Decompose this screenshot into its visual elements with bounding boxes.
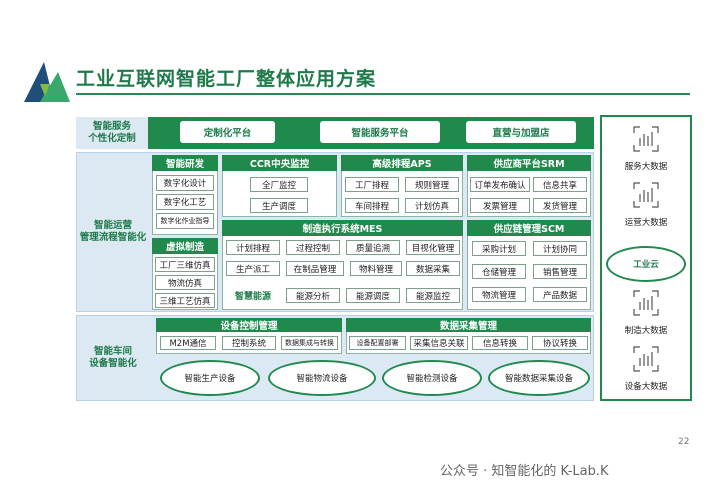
srm-invoice[interactable]: 发票管理 xyxy=(470,198,530,213)
custom-platform[interactable]: 定制化平台 xyxy=(180,121,275,143)
manufacturing-bigdata-label: 制造大数据 xyxy=(624,326,668,336)
industrial-cloud[interactable]: 工业云 xyxy=(606,246,686,282)
workshop-row-label: 智能车间 设备智能化 xyxy=(78,317,148,399)
smart-logistics-equipment[interactable]: 智能物流设备 xyxy=(268,360,376,396)
smart-inspection-equipment[interactable]: 智能检测设备 xyxy=(382,360,482,396)
energy-analysis[interactable]: 能源分析 xyxy=(286,288,340,303)
aps-workshop-scheduling[interactable]: 车间排程 xyxy=(345,198,399,213)
rd-title: 智能研发 xyxy=(152,155,218,171)
mes-quality-trace[interactable]: 质量追溯 xyxy=(346,240,400,255)
page-title: 工业互联网智能工厂整体应用方案 xyxy=(76,68,377,90)
energy-title: 智慧能源 xyxy=(234,291,271,302)
aps-plant-scheduling[interactable]: 工厂排程 xyxy=(345,177,399,192)
aps-plan-simulation[interactable]: 计划仿真 xyxy=(405,198,459,213)
smart-service-platform[interactable]: 智能服务平台 xyxy=(320,121,440,143)
ccr-plant-monitor[interactable]: 全厂监控 xyxy=(250,177,308,192)
device-title: 设备控制管理 xyxy=(156,318,342,332)
scm-plan-collab[interactable]: 计划协同 xyxy=(533,241,587,256)
smart-production-equipment[interactable]: 智能生产设备 xyxy=(160,360,260,396)
smart-data-collection-equipment[interactable]: 智能数据采集设备 xyxy=(488,360,590,396)
service-row-label: 智能服务 个性化定制 xyxy=(76,117,148,149)
energy-dispatch[interactable]: 能源调度 xyxy=(346,288,400,303)
rd-digital-guidance[interactable]: 数字化作业指导 xyxy=(156,213,214,229)
mes-visual-management[interactable]: 目视化管理 xyxy=(406,240,460,255)
mes-data-collection[interactable]: 数据采集 xyxy=(406,261,460,276)
mes-dispatch[interactable]: 生产派工 xyxy=(226,261,280,276)
virtual-logistics[interactable]: 物流仿真 xyxy=(155,275,215,290)
mes-title: 制造执行系统MES xyxy=(222,220,463,236)
device-bigdata-label: 设备大数据 xyxy=(624,382,668,392)
scm-purchase-plan[interactable]: 采购计划 xyxy=(472,241,526,256)
scm-sales[interactable]: 销售管理 xyxy=(533,264,587,279)
aps-title: 高级排程APS xyxy=(341,155,463,171)
aps-rule-management[interactable]: 规则管理 xyxy=(405,177,459,192)
page-number: 22 xyxy=(678,437,690,447)
mes-wip-management[interactable]: 在制品管理 xyxy=(286,261,344,276)
scm-warehouse[interactable]: 仓储管理 xyxy=(472,264,526,279)
service-bigdata-label: 服务大数据 xyxy=(624,162,668,172)
virtual-process-3d[interactable]: 三维工艺仿真 xyxy=(155,293,215,308)
manufacturing-bigdata-icon xyxy=(600,290,692,316)
srm-order-confirm[interactable]: 订单发布确认 xyxy=(470,177,530,192)
srm-delivery[interactable]: 发货管理 xyxy=(533,198,587,213)
device-data-integration[interactable]: 数据集成与转换 xyxy=(281,336,338,350)
scm-title: 供应链管理SCM xyxy=(467,220,591,236)
logo-icon xyxy=(24,62,70,102)
collect-protocol-convert[interactable]: 协议转换 xyxy=(532,336,588,350)
collect-info-link[interactable]: 采集信息关联 xyxy=(410,336,468,350)
device-bigdata-icon xyxy=(600,346,692,372)
rd-digital-design[interactable]: 数字化设计 xyxy=(156,175,214,191)
scm-product-data[interactable]: 产品数据 xyxy=(533,287,587,302)
collect-info-convert[interactable]: 信息转换 xyxy=(472,336,528,350)
mes-material-management[interactable]: 物料管理 xyxy=(350,261,402,276)
mes-process-control[interactable]: 过程控制 xyxy=(286,240,340,255)
energy-monitor[interactable]: 能源监控 xyxy=(406,288,460,303)
device-m2m[interactable]: M2M通信 xyxy=(160,336,216,350)
collect-title: 数据采集管理 xyxy=(346,318,591,332)
srm-info-share[interactable]: 信息共享 xyxy=(533,177,587,192)
collect-device-config[interactable]: 设备配置部署 xyxy=(349,336,406,350)
service-bigdata-icon xyxy=(600,126,692,152)
operation-row-label: 智能运营 管理流程智能化 xyxy=(78,154,148,310)
virtual-factory-3d[interactable]: 工厂三维仿真 xyxy=(155,257,215,272)
device-control-system[interactable]: 控制系统 xyxy=(222,336,276,350)
title-divider xyxy=(76,93,690,95)
scm-logistics[interactable]: 物流管理 xyxy=(472,287,526,302)
direct-franchise-store[interactable]: 直营与加盟店 xyxy=(466,121,576,143)
ccr-title: CCR中央监控 xyxy=(222,155,337,171)
operation-bigdata-icon xyxy=(600,182,692,208)
mes-plan-scheduling[interactable]: 计划排程 xyxy=(226,240,280,255)
rd-digital-process[interactable]: 数字化工艺 xyxy=(156,194,214,210)
watermark: 公众号 · 知智能化的 K-Lab.K xyxy=(440,464,609,479)
srm-title: 供应商平台SRM xyxy=(467,155,591,171)
virtual-title: 虚拟制造 xyxy=(152,238,218,254)
operation-bigdata-label: 运营大数据 xyxy=(624,218,668,228)
ccr-production-dispatch[interactable]: 生产调度 xyxy=(250,198,308,213)
